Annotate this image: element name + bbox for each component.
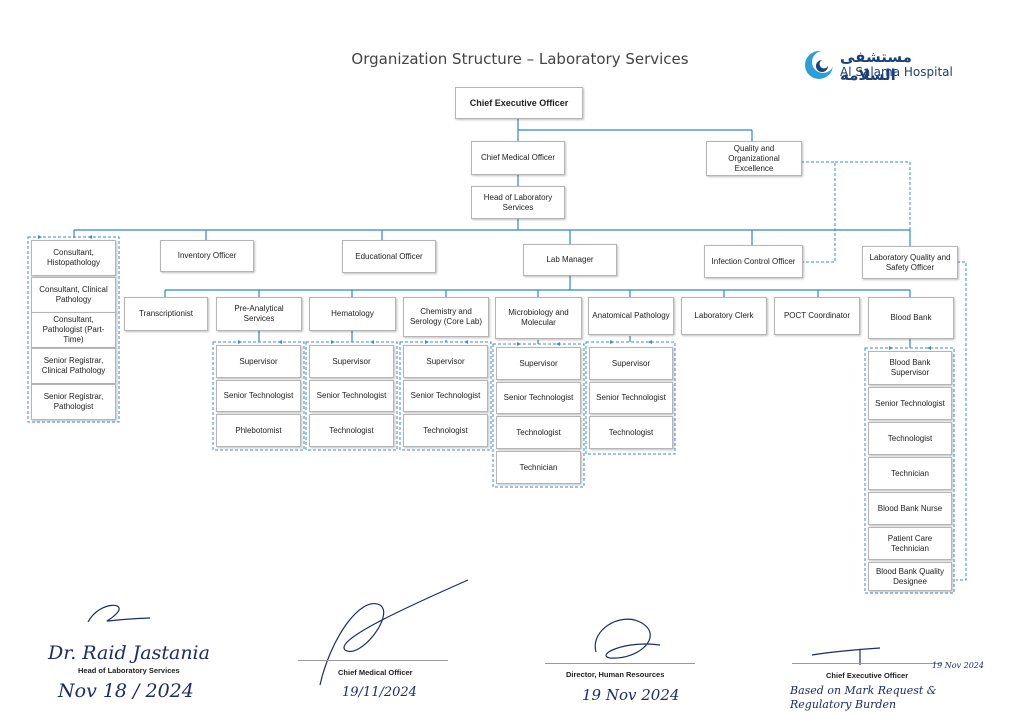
- consultant-box: Consultant, Clinical Pathology: [31, 277, 116, 313]
- staff-box: Senior Technologist: [216, 380, 301, 412]
- hr-signature-line: [545, 663, 695, 664]
- hr-signature-title: Director, Human Resources: [566, 670, 665, 679]
- cmo-box: Chief Medical Officer: [471, 141, 565, 175]
- head-lab-signature-title: Head of Laboratory Services: [78, 666, 180, 675]
- signature-head-lab: [87, 604, 151, 623]
- staff-box: Supervisor: [309, 345, 394, 378]
- cmo-signature-line: [298, 660, 448, 661]
- staff-box: Patient Care Technician: [868, 527, 952, 560]
- staff-box: Technologist: [496, 416, 581, 449]
- hematology-box: Hematology: [309, 297, 396, 331]
- hospital-logo: مستشفى السلامة Al Salama Hospital: [802, 48, 962, 84]
- anatomical-pathology-box: Anatomical Pathology: [588, 297, 674, 335]
- logo-arabic-text: مستشفى السلامة: [840, 48, 912, 84]
- consultant-box: Senior Registrar, Pathologist: [31, 384, 116, 420]
- transcriptionist-box: Transcriptionist: [124, 297, 208, 331]
- cmo-signature-date: 19/11/2024: [342, 685, 417, 700]
- staff-box: Supervisor: [496, 347, 581, 380]
- staff-box: Senior Technologist: [403, 380, 488, 412]
- consultant-box: Consultant, Pathologist (Part-Time): [31, 312, 116, 348]
- signature-cmo: [319, 579, 469, 686]
- staff-box: Technologist: [868, 422, 952, 455]
- staff-box: Senior Technologist: [868, 387, 952, 420]
- poct-coordinator-box: POCT Coordinator: [774, 297, 860, 335]
- infection-control-officer-box: Infection Control Officer: [704, 245, 803, 278]
- staff-box: Senior Technologist: [309, 380, 394, 412]
- educational-officer-box: Educational Officer: [342, 240, 436, 273]
- ceo-signature-line: [792, 663, 942, 664]
- blood-bank-box: Blood Bank: [868, 297, 954, 339]
- chemistry-box: Chemistry and Serology (Core Lab): [403, 297, 489, 337]
- staff-box: Technologist: [309, 414, 394, 447]
- ceo-signature-date: 19 Nov 2024: [932, 661, 984, 670]
- quality-excellence-box: Quality and Organizational Excellence: [706, 141, 802, 176]
- signature-hr: [594, 618, 661, 659]
- signature-ceo: [811, 647, 881, 665]
- lab-clerk-box: Laboratory Clerk: [681, 297, 767, 335]
- staff-box: Technologist: [589, 416, 673, 449]
- consultant-box: Senior Registrar, Clinical Pathology: [31, 348, 116, 384]
- consultant-box: Consultant, Histopathology: [31, 240, 116, 276]
- staff-box: Blood Bank Nurse: [868, 492, 952, 525]
- staff-box: Technologist: [403, 414, 488, 447]
- head-lab-signature-date: Nov 18 / 2024: [58, 680, 194, 702]
- head-lab-box: Head of Laboratory Services: [471, 186, 565, 219]
- lab-quality-safety-officer-box: Laboratory Quality and Safety Officer: [862, 246, 958, 279]
- staff-box: Blood Bank Supervisor: [868, 351, 952, 385]
- staff-box: Senior Technologist: [496, 382, 581, 414]
- ceo-signature-title: Chief Executive Officer: [826, 671, 909, 680]
- staff-box: Senior Technologist: [589, 382, 673, 414]
- pre-analytical-box: Pre-Analytical Services: [216, 297, 302, 331]
- staff-box: Technician: [868, 457, 952, 490]
- hr-signature-date: 19 Nov 2024: [582, 686, 680, 704]
- chart-title: Organization Structure – Laboratory Serv…: [351, 50, 689, 68]
- head-lab-signature-name: Dr. Raid Jastania: [48, 642, 210, 664]
- cmo-signature-title: Chief Medical Officer: [338, 668, 413, 677]
- staff-box: Supervisor: [589, 347, 673, 380]
- logo-english-text: Al Salama Hospital: [840, 65, 953, 79]
- staff-box: Technician: [496, 451, 581, 484]
- staff-box: Blood Bank Quality Designee: [868, 562, 952, 591]
- microbiology-box: Microbiology and Molecular: [495, 297, 582, 339]
- staff-box: Phlebotomist: [216, 414, 301, 447]
- crescent-logo-icon: [805, 51, 834, 79]
- staff-box: Supervisor: [216, 345, 301, 378]
- staff-box: Supervisor: [403, 345, 488, 378]
- lab-manager-box: Lab Manager: [523, 244, 617, 276]
- ceo-box: Chief Executive Officer: [455, 87, 583, 119]
- ceo-signature-note: Based on Mark Request & Regulatory Burde…: [790, 684, 937, 711]
- inventory-officer-box: Inventory Officer: [160, 240, 254, 272]
